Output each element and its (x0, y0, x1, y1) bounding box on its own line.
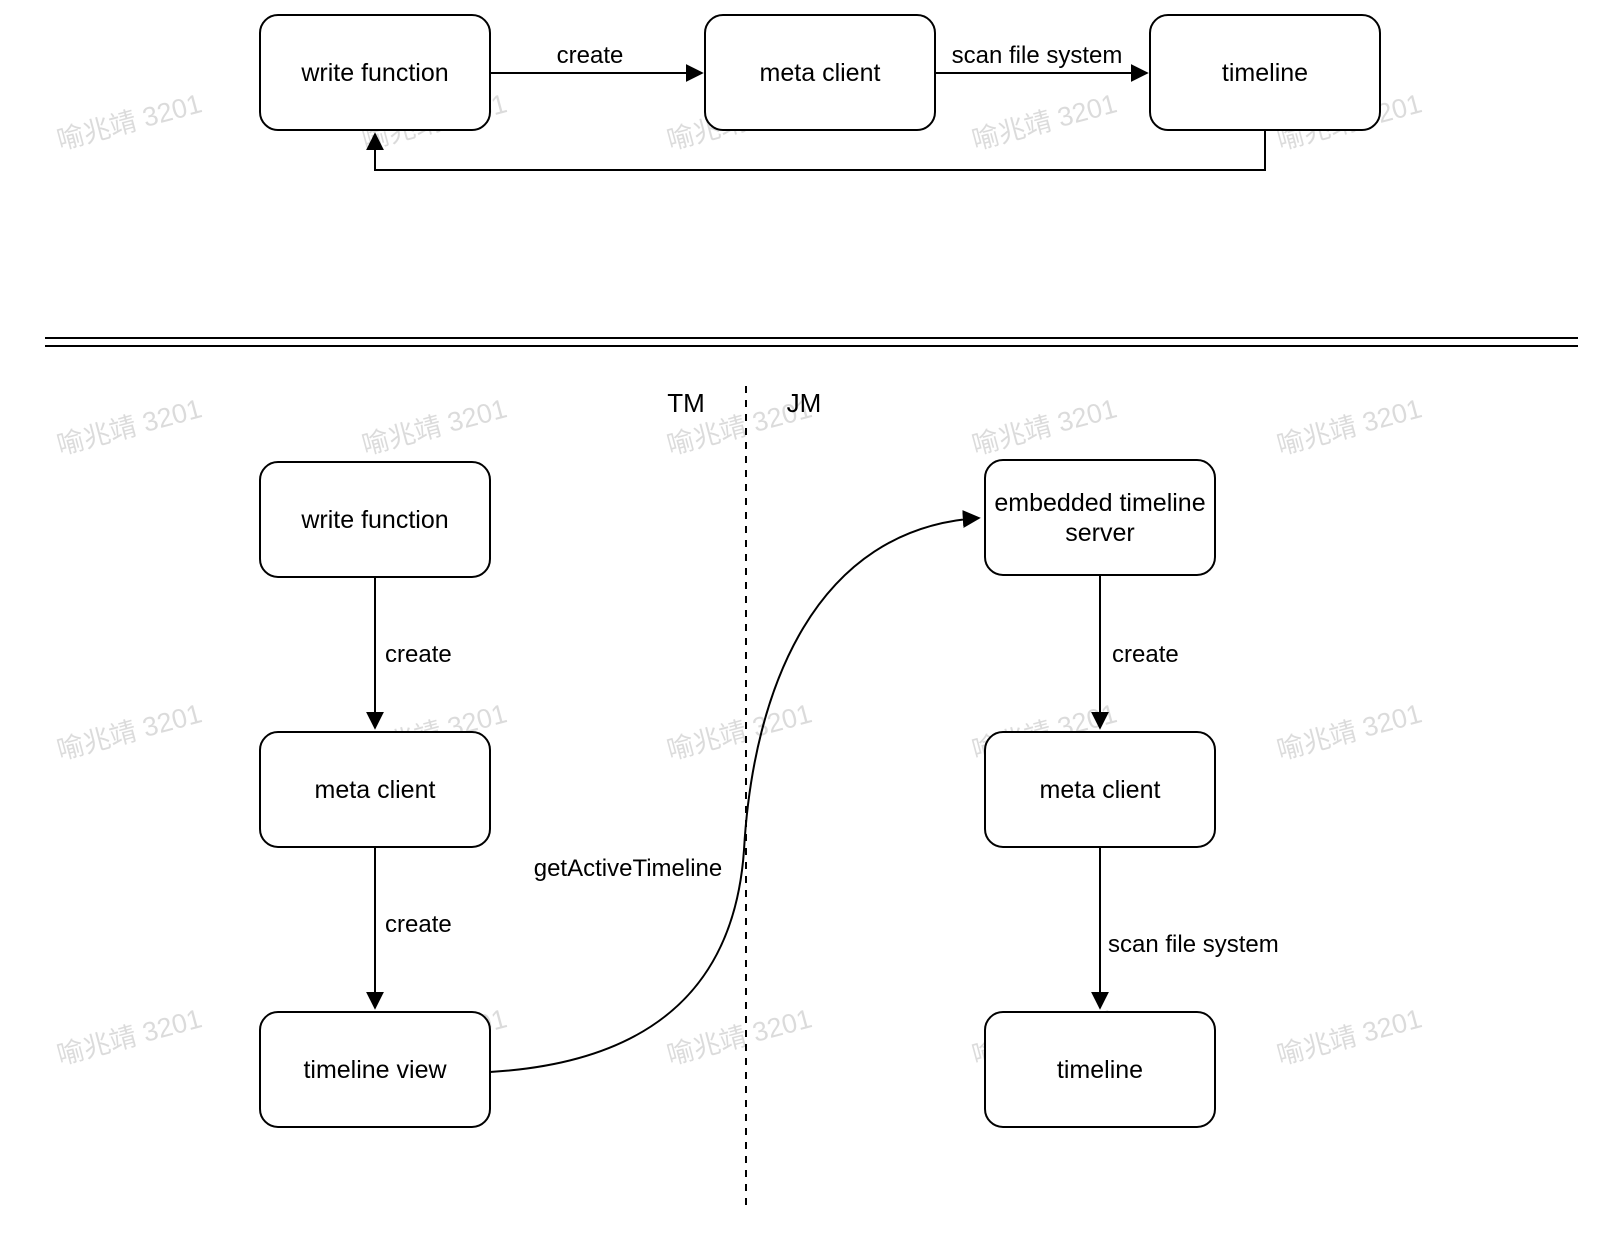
watermark-layer: 喻兆靖 3201 喻兆靖 3201 喻兆靖 3201 喻兆靖 3201 喻兆靖 3201… (54, 88, 1425, 1070)
edge-feedback-arrow (366, 130, 1266, 171)
edge-create-label-jm: create (1112, 641, 1179, 668)
lane-label-tm: TM (667, 388, 705, 418)
node-meta-client-tm-label: meta client (315, 776, 436, 804)
node-timeline-top-label: timeline (1222, 59, 1308, 87)
watermark-text: 喻兆靖 3201 (1274, 698, 1425, 765)
node-embedded-timeline-server-jm-label-line2: server (1065, 519, 1134, 547)
node-timeline-jm-label: timeline (1057, 1056, 1143, 1084)
node-meta-client-jm-label: meta client (1040, 776, 1161, 804)
watermark-text: 喻兆靖 3201 (54, 88, 205, 155)
node-timeline-view-tm (259, 1011, 491, 1128)
watermark-text: 喻兆靖 3201 (664, 698, 815, 765)
top-flow: write function create meta client scan f… (259, 14, 1381, 171)
edge-create-label-top: create (557, 42, 624, 69)
lane-label-jm: JM (787, 388, 822, 418)
section-divider (45, 337, 1578, 347)
watermark-text: 喻兆靖 3201 (969, 393, 1120, 460)
node-write-function-tm-label: write function (300, 506, 448, 534)
edge-get-active-timeline-arrow (489, 510, 981, 1073)
bottom-flow: TM JM write function create meta client … (259, 386, 1279, 1206)
edge-scan-file-system-label-jm: scan file system (1108, 931, 1279, 958)
watermark-text: 喻兆靖 3201 (1274, 393, 1425, 460)
watermark-text: 喻兆靖 3201 (54, 698, 205, 765)
node-meta-client-top-label: meta client (760, 59, 881, 87)
watermark-text: 喻兆靖 3201 (969, 88, 1120, 155)
watermark-text: 喻兆靖 3201 (359, 393, 510, 460)
watermark-text: 喻兆靖 3201 (664, 1003, 815, 1070)
edge-get-active-timeline-label: getActiveTimeline (534, 855, 723, 882)
node-embedded-timeline-server-jm-label-line1: embedded timeline (994, 489, 1205, 517)
watermark-text: 喻兆靖 3201 (54, 393, 205, 460)
node-timeline-view-tm-label: timeline view (303, 1056, 447, 1084)
edge-scan-file-system-label-top: scan file system (952, 42, 1123, 69)
edge-create-label-tm-2: create (385, 911, 452, 938)
node-write-function-top-label: write function (300, 59, 448, 87)
watermark-text: 喻兆靖 3201 (54, 1003, 205, 1070)
edge-create-label-tm-1: create (385, 641, 452, 668)
node-timeline-jm (984, 1011, 1216, 1128)
node-embedded-timeline-server-jm (984, 459, 1216, 576)
watermark-text: 喻兆靖 3201 (1274, 1003, 1425, 1070)
